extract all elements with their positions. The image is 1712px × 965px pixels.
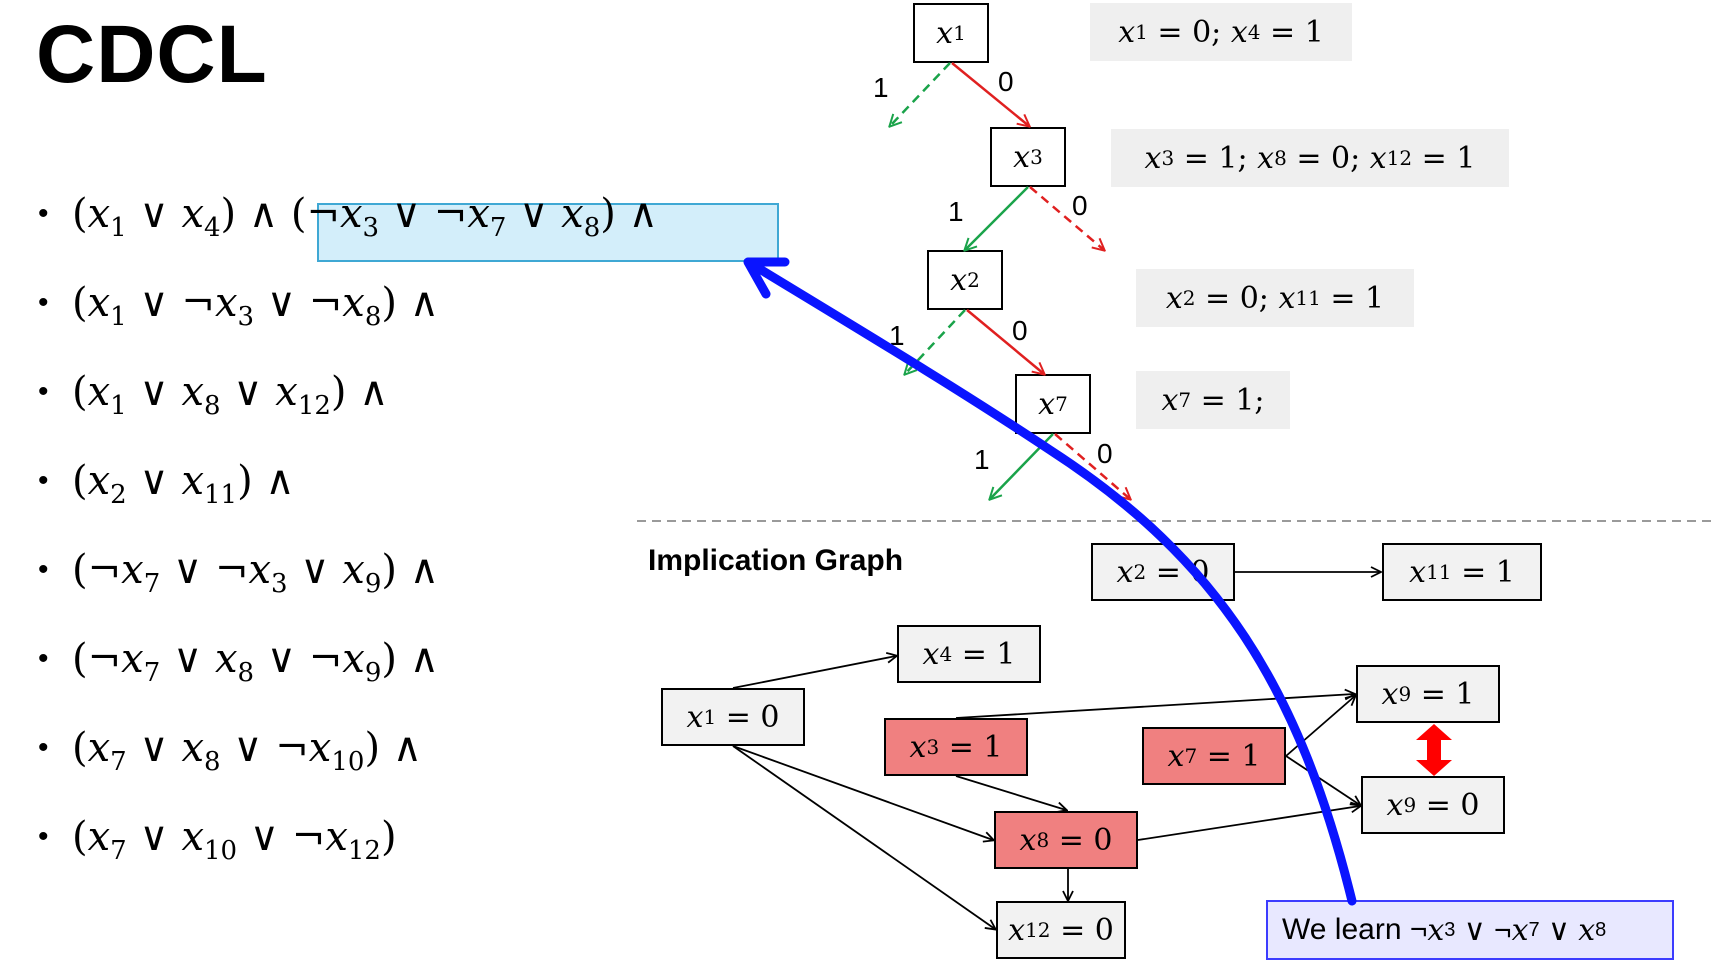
edge-label-zero: 0 (1072, 190, 1088, 221)
learn-arrowhead (743, 257, 790, 299)
bullet-icon: • (38, 553, 49, 586)
edge-label-one: 1 (948, 196, 964, 227)
tree-edge-one (890, 62, 951, 126)
clause-text: (x1 ∨ x4) ∧ (¬x3 ∨ ¬x7 ∨ x8) ∧ (72, 191, 658, 243)
edge-label-zero: 0 (998, 66, 1014, 97)
edge-label-one: 1 (873, 72, 889, 103)
clause-text: (x7 ∨ x8 ∨ ¬x10) ∧ (72, 725, 423, 777)
edge-label-zero: 0 (1012, 315, 1028, 346)
bullet-icon: • (38, 820, 49, 853)
ig-edge (1285, 755, 1360, 805)
clause-text: (¬x7 ∨ ¬x3 ∨ x9) ∧ (72, 547, 440, 599)
clause-text: (x7 ∨ x10 ∨ ¬x12) (72, 814, 397, 866)
implication-graph-title: Implication Graph (648, 544, 904, 577)
page-title: CDCL (36, 9, 268, 100)
ig-edge (955, 694, 1354, 719)
learned-clause-highlight (317, 203, 779, 262)
edge-label-one: 1 (889, 320, 905, 351)
edge-label-one: 1 (974, 444, 990, 475)
ig-edge (732, 656, 896, 689)
tree-edge-zero (1029, 186, 1104, 250)
conflict-arrow-icon (1416, 724, 1452, 776)
tree-edge-one (965, 186, 1029, 250)
ig-edge (955, 775, 1066, 810)
bullet-icon: • (38, 286, 49, 319)
ig-edge (732, 745, 995, 929)
bullet-icon: • (38, 197, 49, 230)
tree-edge-zero (966, 309, 1044, 374)
clause-text: (¬x7 ∨ x8 ∨ ¬x9) ∧ (72, 636, 440, 688)
bullet-icon: • (38, 464, 49, 497)
tree-edge-zero (951, 62, 1029, 126)
ig-edge (732, 745, 993, 840)
edge-label-zero: 0 (1097, 438, 1113, 469)
clause-text: (x1 ∨ ¬x3 ∨ ¬x8) ∧ (72, 280, 440, 332)
clause-text: (x1 ∨ x8 ∨ x12) ∧ (72, 369, 389, 421)
tree-edge-zero (1054, 433, 1130, 499)
learn-arrow (753, 263, 1357, 906)
clause-text: (x2 ∨ x11) ∧ (72, 458, 295, 510)
bullet-icon: • (38, 731, 49, 764)
bullet-icon: • (38, 375, 49, 408)
bullet-icon: • (38, 642, 49, 675)
